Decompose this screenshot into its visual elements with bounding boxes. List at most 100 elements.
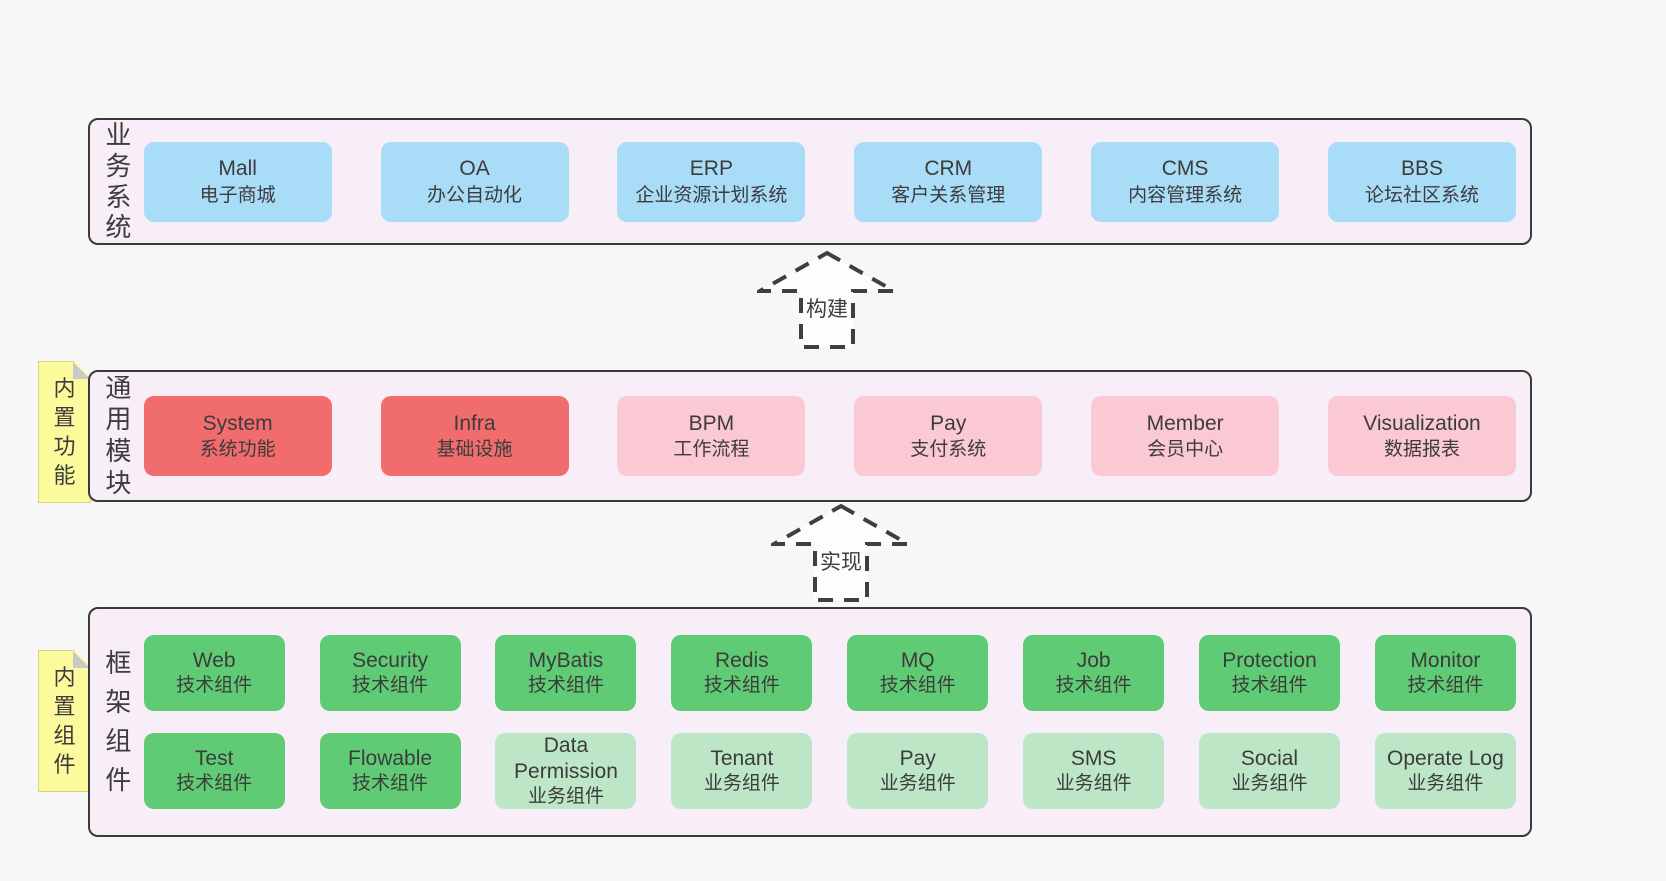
sticky-builtin-components: 内置组件 [38, 650, 91, 792]
box-subtitle: 电子商城 [199, 184, 276, 206]
box-subtitle: 技术组件 [176, 773, 253, 795]
box-mq: MQ 技术组件 [847, 635, 989, 711]
box-subtitle: 办公自动化 [427, 184, 523, 206]
box-title: BBS [1400, 157, 1443, 181]
panel-business-systems: 业务系统 Mall 电子商城 OA 办公自动化 ERP 企业资源计划系统 CRM… [88, 118, 1532, 245]
box-monitor: Monitor 技术组件 [1374, 635, 1516, 711]
sticky-builtin-features: 内置功能 [38, 361, 91, 503]
box-title: Pay [930, 411, 967, 435]
box-operate-log: Operate Log 业务组件 [1374, 733, 1516, 809]
box-mall: Mall 电子商城 [143, 141, 332, 222]
box-subtitle: 业务组件 [1407, 773, 1484, 795]
box-subtitle: 支付系统 [910, 439, 987, 461]
box-title: SMS [1070, 747, 1117, 771]
box-subtitle: 业务组件 [527, 786, 604, 808]
arrow-implement: 实现 [771, 503, 911, 603]
panel-framework-components: 框架组件 Web 技术组件 Security 技术组件 MyBatis 技术组件… [88, 607, 1532, 837]
box-title: Mall [218, 157, 257, 181]
box-social: Social 业务组件 [1199, 733, 1341, 809]
box-subtitle: 会员中心 [1147, 439, 1224, 461]
box-subtitle: 基础设施 [436, 439, 513, 461]
box-title: Protection [1222, 649, 1317, 673]
box-subtitle: 技术组件 [527, 675, 604, 697]
box-title: Social [1240, 747, 1299, 771]
box-member: Member 会员中心 [1091, 396, 1280, 476]
box-subtitle: 论坛社区系统 [1364, 184, 1479, 206]
framework-row-1: Web 技术组件 Security 技术组件 MyBatis 技术组件 Redi… [134, 635, 1530, 711]
box-title: Flowable [348, 747, 433, 771]
box-title: CRM [924, 157, 973, 181]
box-crm: CRM 客户关系管理 [854, 141, 1043, 222]
box-title: Data Permission [514, 734, 618, 784]
box-title: Web [192, 649, 236, 673]
box-web: Web 技术组件 [143, 635, 285, 711]
box-title: Monitor [1410, 649, 1481, 673]
box-tenant: Tenant 业务组件 [671, 733, 813, 809]
box-subtitle: 系统功能 [199, 439, 276, 461]
box-title: BPM [688, 411, 735, 435]
box-subtitle: 内容管理系统 [1128, 184, 1243, 206]
panel-label-business-systems: 业务系统 [105, 120, 132, 243]
panel-common-modules: 通用模块 System 系统功能 Infra 基础设施 BPM 工作流程 Pay… [88, 370, 1532, 502]
up-arrow-shape [771, 503, 911, 602]
box-flowable: Flowable 技术组件 [319, 733, 461, 809]
box-security: Security 技术组件 [319, 635, 461, 711]
box-title: Pay [899, 747, 936, 771]
common-modules-row: System 系统功能 Infra 基础设施 BPM 工作流程 Pay 支付系统… [134, 396, 1530, 476]
box-title: Tenant [710, 747, 774, 771]
box-subtitle: 企业资源计划系统 [635, 184, 788, 206]
box-subtitle: 技术组件 [352, 675, 429, 697]
sticky-builtin-features-label: 内置功能 [53, 375, 76, 489]
box-title: MyBatis [528, 649, 604, 673]
box-subtitle: 业务组件 [879, 773, 956, 795]
box-protection: Protection 技术组件 [1199, 635, 1341, 711]
arrow-implement-label: 实现 [820, 551, 862, 574]
box-data-permission: Data Permission 业务组件 [495, 733, 637, 809]
framework-components-rows: Web 技术组件 Security 技术组件 MyBatis 技术组件 Redi… [134, 635, 1530, 809]
sticky-builtin-components-label: 内置组件 [53, 664, 76, 778]
box-redis: Redis 技术组件 [671, 635, 813, 711]
box-subtitle: 技术组件 [352, 773, 429, 795]
box-title: CMS [1161, 157, 1209, 181]
box-subtitle: 业务组件 [1231, 773, 1308, 795]
box-title: System [202, 411, 273, 435]
box-subtitle: 业务组件 [703, 773, 780, 795]
box-mybatis: MyBatis 技术组件 [495, 635, 637, 711]
box-subtitle: 技术组件 [1231, 675, 1308, 697]
box-bpm: BPM 工作流程 [617, 396, 806, 476]
box-subtitle: 技术组件 [176, 675, 253, 697]
box-pay-component: Pay 业务组件 [847, 733, 989, 809]
business-systems-row: Mall 电子商城 OA 办公自动化 ERP 企业资源计划系统 CRM 客户关系… [134, 141, 1530, 222]
box-visualization: Visualization 数据报表 [1327, 396, 1516, 476]
box-title: MQ [900, 649, 935, 673]
box-title: Operate Log [1387, 747, 1504, 771]
box-infra: Infra 基础设施 [380, 396, 569, 476]
arrow-build-label: 构建 [806, 298, 848, 321]
box-title: Test [194, 747, 234, 771]
box-erp: ERP 企业资源计划系统 [617, 141, 806, 222]
box-title: Security [352, 649, 428, 673]
box-system: System 系统功能 [143, 396, 332, 476]
box-cms: CMS 内容管理系统 [1091, 141, 1280, 222]
box-subtitle: 技术组件 [879, 675, 956, 697]
box-title: Member [1146, 411, 1224, 435]
box-subtitle: 技术组件 [1407, 675, 1484, 697]
panel-label-common-modules: 通用模块 [105, 372, 132, 498]
box-subtitle: 技术组件 [703, 675, 780, 697]
box-subtitle: 数据报表 [1383, 439, 1460, 461]
box-title: ERP [689, 157, 733, 181]
framework-row-2: Test 技术组件 Flowable 技术组件 Data Permission … [134, 733, 1530, 809]
box-bbs: BBS 论坛社区系统 [1327, 141, 1516, 222]
box-subtitle: 工作流程 [673, 439, 750, 461]
panel-label-framework-components: 框架组件 [105, 648, 132, 795]
box-title: OA [459, 157, 490, 181]
arrow-build: 构建 [757, 250, 897, 350]
box-title: Job [1076, 649, 1111, 673]
up-arrow-shape [757, 250, 897, 349]
box-title: Infra [453, 411, 496, 435]
box-pay-module: Pay 支付系统 [854, 396, 1043, 476]
box-oa: OA 办公自动化 [380, 141, 569, 222]
box-title: Redis [714, 649, 769, 673]
box-subtitle: 客户关系管理 [891, 184, 1006, 206]
